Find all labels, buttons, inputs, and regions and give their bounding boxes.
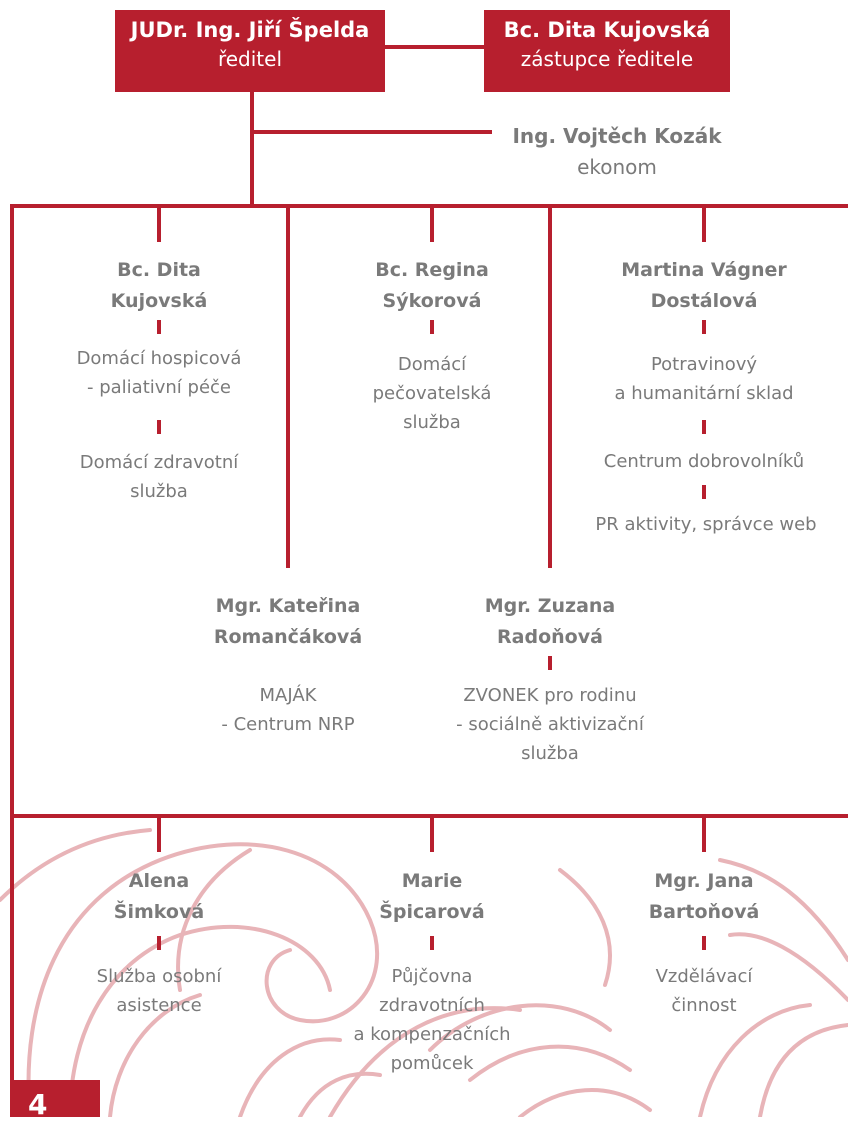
director-name: JUDr. Ing. Jiří Špelda [130, 18, 370, 42]
drop-simkova [157, 816, 161, 852]
horizontal-branch-bottom [10, 814, 848, 818]
drop-bartonova [702, 816, 706, 852]
left-vertical-spine [10, 204, 14, 1117]
horizontal-branch-top [10, 204, 848, 208]
service-centrum-dobrovolniku: Centrum dobrovolníků [603, 451, 805, 472]
director-box: JUDr. Ing. Jiří Špelda ředitel [115, 10, 385, 92]
service-domaci-hospicova: Domácí hospicová- paliativní péče [76, 348, 242, 398]
deputy-role: zástupce ředitele [520, 47, 694, 71]
page-number-box [10, 1080, 100, 1117]
drop-kujovska [157, 206, 161, 242]
drop-radonova [548, 206, 552, 568]
connector-director-trunk [250, 92, 254, 208]
tick-kujovska-1 [157, 320, 161, 334]
tick-dostalova-2 [702, 420, 706, 434]
director-role: ředitel [217, 47, 283, 71]
service-majak: MAJÁK- Centrum NRP [221, 685, 355, 735]
drop-sykorova [430, 206, 434, 242]
tick-dostalova-1 [702, 320, 706, 334]
drop-spicarova [430, 816, 434, 852]
economist-role: ekonom [577, 155, 657, 179]
tick-dostalova-3 [702, 485, 706, 499]
tick-radonova-1 [548, 656, 552, 670]
tick-bartonova-1 [702, 936, 706, 950]
tick-simkova-1 [157, 936, 161, 950]
connector-director-deputy [384, 45, 484, 49]
tick-sykorova-1 [430, 320, 434, 334]
deputy-box: Bc. Dita Kujovská zástupce ředitele [484, 10, 730, 92]
deputy-name: Bc. Dita Kujovská [503, 18, 711, 42]
tick-spicarova-1 [430, 936, 434, 950]
economist-name: Ing. Vojtěch Kozák [512, 124, 722, 148]
drop-dostalova [702, 206, 706, 242]
connector-economist [250, 130, 492, 134]
drop-romancakova [286, 206, 290, 568]
tick-kujovska-2 [157, 420, 161, 434]
service-pr-aktivity: PR aktivity, správce web [595, 514, 817, 535]
page-number: 4 [28, 1088, 48, 1121]
